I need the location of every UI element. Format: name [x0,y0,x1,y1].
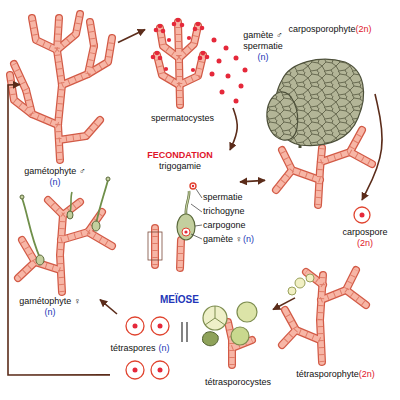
stage-sublabel: (2n) [359,369,375,379]
carpogonial-branch [148,183,202,260]
label-block: gamète ♂spermatie(n) [243,30,283,63]
cycle-arrow [362,94,382,200]
label-block: tétrasporocystes [188,377,288,388]
label-block: gamétophyte ♀(n) [0,296,100,318]
stage-sublabel: (2n) [356,24,372,34]
spore-circles [126,207,370,379]
tetrasporocyst-detail [203,302,257,346]
stage-sublabel: (n) [0,177,110,188]
stage-sublabel: trigogamie [140,161,220,172]
part-label: carpogone [203,220,246,231]
label-block: spermatocystes [145,113,220,124]
branch-outline [10,14,372,365]
branch-fill [10,14,372,365]
label-block: tétraspores (n) [100,343,180,354]
stage-label: gamète ♂ [243,30,283,41]
cycle-arrow [230,108,237,150]
part-label: trichogyne [203,206,245,217]
stage-label: tétraspores [110,343,155,353]
branch-cells [10,14,372,365]
stage-label: gamétophyte ♂ [0,166,110,177]
stage-sublabel: spermatie [243,41,283,52]
carposporophyte: carposporophyte(2n) [265,22,375,202]
tetrasporangia [288,274,314,295]
tetrasporocysts: tétrasporocystes [178,295,273,392]
cycle-arrow [100,300,117,314]
label-block: carpospore(2n) [340,227,390,249]
spermatia: gamète ♂spermatie(n) [215,28,287,108]
spermatocyst-clusters [151,18,210,72]
stage-label: FECONDATION [140,150,220,161]
stage-sublabel: (n) [0,307,100,318]
male-gametophyte: gamétophyte ♂(n) [20,8,118,190]
cycle-arrow [8,84,110,375]
label-block: carposporophyte(2n) [285,24,375,35]
stage-sublabel: (n) [159,343,170,353]
female-gametophyte: gamétophyte ♀(n) [0,190,100,322]
female-trichogynes [20,177,110,265]
released-spermatia [210,38,248,104]
label-block: FECONDATIONtrigogamie [140,150,220,172]
thallus-branches [10,14,372,365]
part-label: spermatie [203,192,243,203]
stage-label: gamétophyte ♀ [0,296,100,307]
carpospore: carpospore(2n) [340,200,390,255]
stage-label: carposporophyte [288,24,355,34]
part-label: gamète ♀ [203,234,242,245]
stage-label: tétrasporophyte [296,369,359,379]
label-block: gamétophyte ♂(n) [0,166,110,188]
meiosis-bars [182,322,187,342]
cycle-arrow [273,298,295,310]
cycle-arrow [240,180,265,181]
tetrasporophyte: tétrasporophyte(2n) [295,255,390,385]
stage-label: tétrasporocystes [188,377,288,388]
label-block: tétrasporophyte(2n) [283,369,388,380]
process-label: MEÏOSE [160,294,199,305]
cystocarp [267,59,364,148]
ploidy-label: (n) [243,234,254,245]
tetraspores: tétraspores (n) [110,314,180,384]
stage-sublabel: (2n) [340,238,390,249]
stage-sublabel: (n) [243,52,283,63]
stage-label: spermatocystes [145,113,220,124]
spermatocyst-plant: spermatocystes [145,10,220,125]
stage-label: carpospore [340,227,390,238]
cycle-arrow [118,30,145,43]
